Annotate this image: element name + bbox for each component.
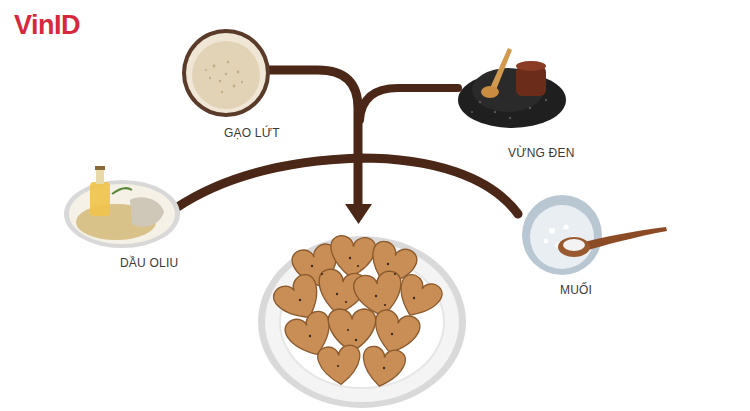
ingredient-node: MUỐI	[474, 193, 674, 299]
ingredient-picture	[474, 193, 674, 279]
flow-line	[268, 70, 358, 206]
ingredient-label: DẦU OLIU	[120, 256, 124, 270]
ingredient-picture	[176, 26, 276, 122]
ingredient-node: VỪNG ĐEN	[450, 42, 570, 162]
ingredient-node: DẦU OLIU	[60, 164, 184, 272]
ingredient-label: GẠO LỨT	[224, 126, 228, 140]
flow-line	[360, 88, 458, 120]
ingredient-node: GẠO LỨT	[176, 26, 276, 142]
ingredient-label: VỪNG ĐEN	[508, 146, 512, 160]
ingredient-label: MUỐI	[560, 283, 564, 297]
cookie-plate	[258, 235, 466, 408]
arrow-head	[345, 204, 372, 224]
ingredient-picture	[60, 164, 184, 252]
ingredient-picture	[450, 42, 570, 142]
brand-logo: VinID	[14, 10, 80, 41]
